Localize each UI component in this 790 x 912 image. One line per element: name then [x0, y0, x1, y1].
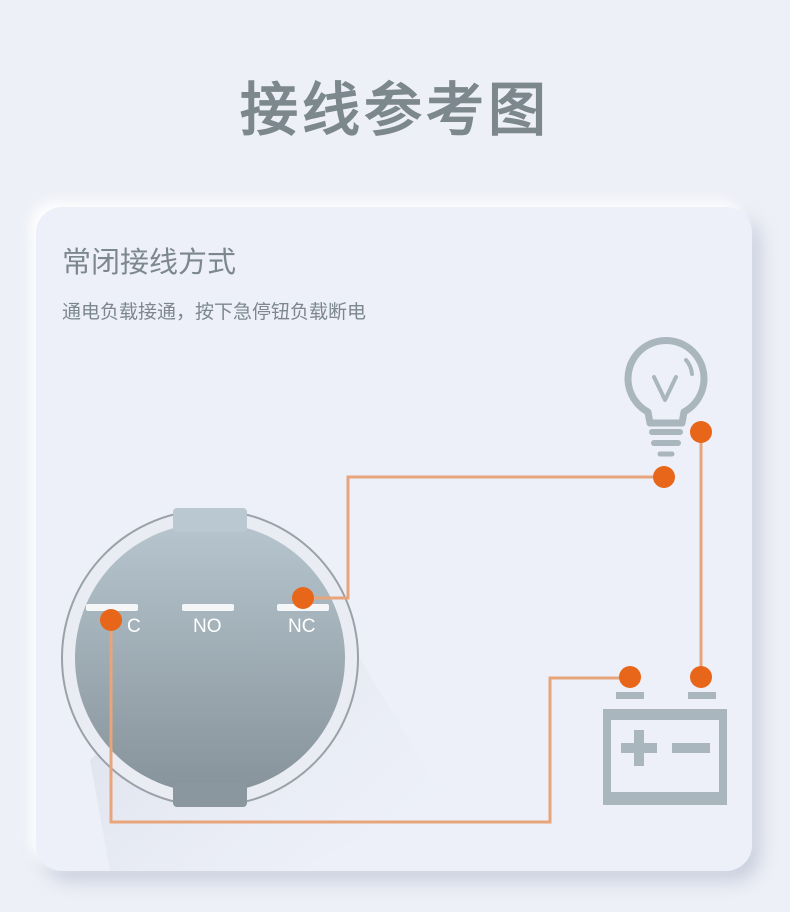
battery-icon: [603, 692, 727, 805]
minus-icon: [672, 743, 710, 753]
dot-battery-negative: [690, 666, 712, 688]
card-title: 常闭接线方式: [62, 245, 237, 279]
battery-terminal-positive: [616, 692, 644, 699]
page-title: 接线参考图: [239, 76, 550, 144]
terminal-dots: [100, 421, 712, 688]
dot-battery-positive: [619, 666, 641, 688]
terminal-label-no: NO: [193, 616, 222, 637]
card-subtitle: 通电负载接通，按下急停钮负载断电: [62, 301, 367, 323]
dot-bulb-left: [653, 466, 675, 488]
terminal-bar-c: [86, 604, 138, 611]
dot-c: [100, 609, 122, 631]
emergency-stop-switch: C NO NC: [61, 508, 359, 807]
terminal-label-c: C: [127, 616, 141, 637]
battery-terminal-negative: [688, 692, 716, 699]
terminal-label-nc: NC: [288, 616, 315, 637]
switch-tab-bottom: [173, 783, 247, 807]
light-bulb-icon: [624, 337, 708, 457]
dot-nc: [292, 587, 314, 609]
terminal-bar-no: [182, 604, 234, 611]
wire-c-to-battery: [109, 620, 630, 824]
wires: [109, 432, 703, 824]
wire-nc-to-bulb: [304, 475, 664, 600]
dot-bulb-right: [690, 421, 712, 443]
switch-tab-top: [173, 508, 247, 532]
